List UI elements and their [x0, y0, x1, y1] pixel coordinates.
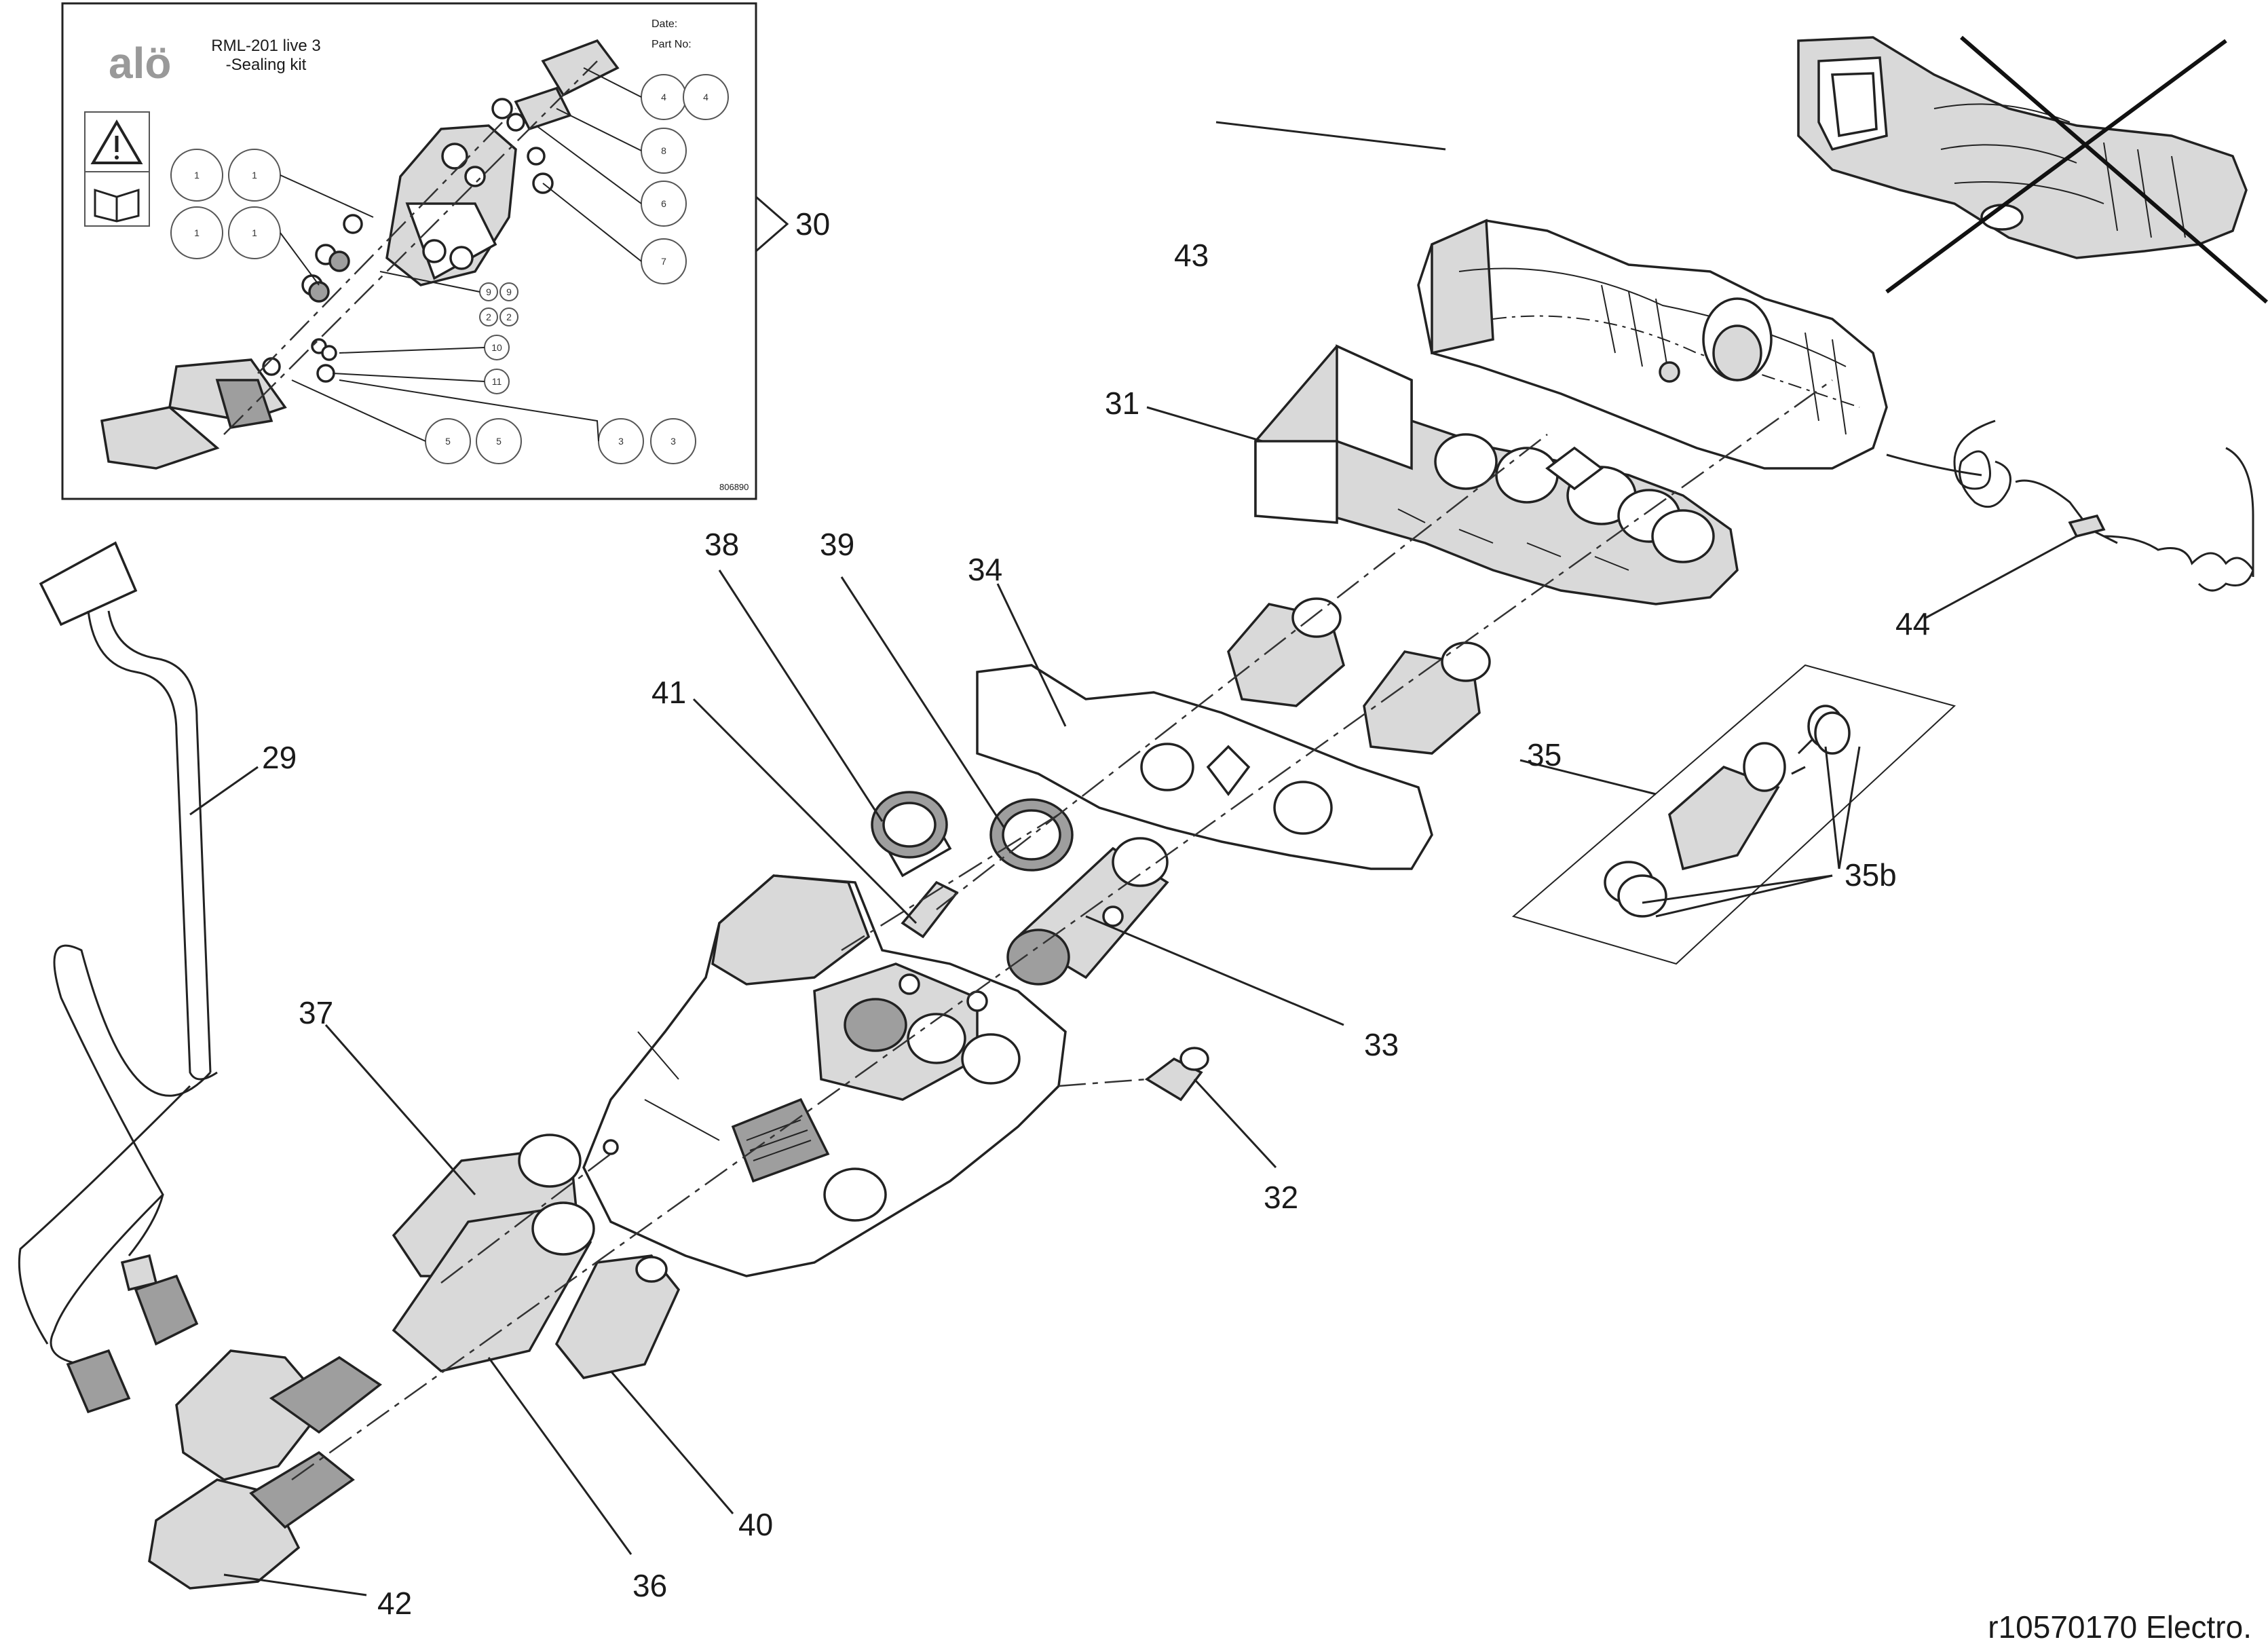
svg-text:1: 1 — [194, 227, 200, 238]
svg-text:1: 1 — [252, 170, 257, 181]
svg-text:5: 5 — [445, 436, 451, 447]
label-36: 36 — [632, 1568, 667, 1603]
label-32: 32 — [1264, 1180, 1298, 1215]
label-30: 30 — [795, 206, 830, 242]
label-35b: 35b — [1845, 857, 1897, 893]
svg-text:11: 11 — [492, 376, 502, 387]
svg-text:3: 3 — [618, 436, 624, 447]
inset-bracket — [755, 195, 789, 252]
inset-callout-circles: 4 4 8 6 7 1 1 1 1 9 9 2 2 10 11 5 5 3 3 — [170, 67, 729, 464]
svg-text:7: 7 — [661, 256, 666, 267]
inset-title-line1: RML-201 live 3 — [211, 37, 320, 55]
sealing-kit-inset: alö RML-201 live 3 -Sealing kit Date: Pa… — [61, 2, 757, 500]
svg-text:4: 4 — [661, 92, 666, 102]
label-44: 44 — [1895, 606, 1930, 641]
label-43: 43 — [1174, 238, 1209, 273]
inset-drawing-number: 806890 — [719, 482, 749, 492]
svg-text:10: 10 — [491, 342, 502, 353]
svg-text:6: 6 — [661, 198, 666, 209]
label-42: 42 — [377, 1586, 412, 1621]
part-44-spring-cable — [1886, 419, 2254, 592]
inset-housing-sketch — [100, 39, 620, 470]
svg-text:1: 1 — [194, 170, 200, 181]
part-35-couplings — [1227, 597, 1491, 755]
svg-text:1: 1 — [252, 227, 257, 238]
part-41-pin — [901, 880, 959, 939]
main-valve-housing — [582, 874, 1067, 1277]
svg-text:9: 9 — [506, 286, 512, 297]
svg-text:5: 5 — [496, 436, 502, 447]
obsolete-cover — [1797, 35, 2268, 304]
part-29-cable-harness — [18, 541, 218, 1414]
part-39-seal — [989, 798, 1074, 872]
part-36-coupling — [392, 1201, 595, 1372]
part-42-solenoid-valves — [148, 1349, 382, 1590]
label-41: 41 — [651, 675, 686, 710]
svg-text:3: 3 — [670, 436, 676, 447]
part-31-frame — [1254, 344, 1739, 605]
inset-partno-label: Part No: — [651, 39, 692, 50]
svg-text:2: 2 — [506, 312, 512, 322]
svg-text:8: 8 — [661, 145, 666, 156]
warning-icon — [84, 111, 150, 172]
part-32-bleed-screw — [1144, 1047, 1209, 1102]
svg-text:4: 4 — [703, 92, 708, 102]
figure-reference: r10570170 Electro. — [1988, 1609, 2252, 1645]
part-number-labels: 30 43 31 44 35 35b 38 39 34 41 29 33 37 … — [262, 206, 1930, 1621]
label-33: 33 — [1364, 1027, 1399, 1062]
label-40: 40 — [738, 1507, 773, 1542]
label-35: 35 — [1527, 737, 1562, 772]
alo-logo: alö — [109, 39, 171, 88]
label-37: 37 — [299, 995, 333, 1030]
label-29: 29 — [262, 740, 297, 775]
inset-title-line2: -Sealing kit — [226, 56, 307, 74]
label-38: 38 — [704, 527, 739, 562]
part-40-cartridge — [554, 1254, 681, 1379]
assembly-center-lines — [291, 379, 1833, 1481]
svg-text:2: 2 — [486, 312, 491, 322]
part-38-seal — [871, 791, 952, 878]
label-34: 34 — [968, 552, 1002, 587]
svg-text:alö: alö — [109, 39, 171, 88]
part-34-gasket-plate — [976, 664, 1433, 870]
manual-book-icon — [84, 171, 150, 227]
inset-date-label: Date: — [651, 18, 677, 30]
part-35b-inset-panel — [1511, 664, 1957, 965]
label-31: 31 — [1105, 386, 1139, 421]
label-39: 39 — [820, 527, 854, 562]
part-43-cover — [1417, 219, 1888, 470]
svg-text:9: 9 — [486, 286, 491, 297]
leader-lines — [189, 121, 2077, 1596]
